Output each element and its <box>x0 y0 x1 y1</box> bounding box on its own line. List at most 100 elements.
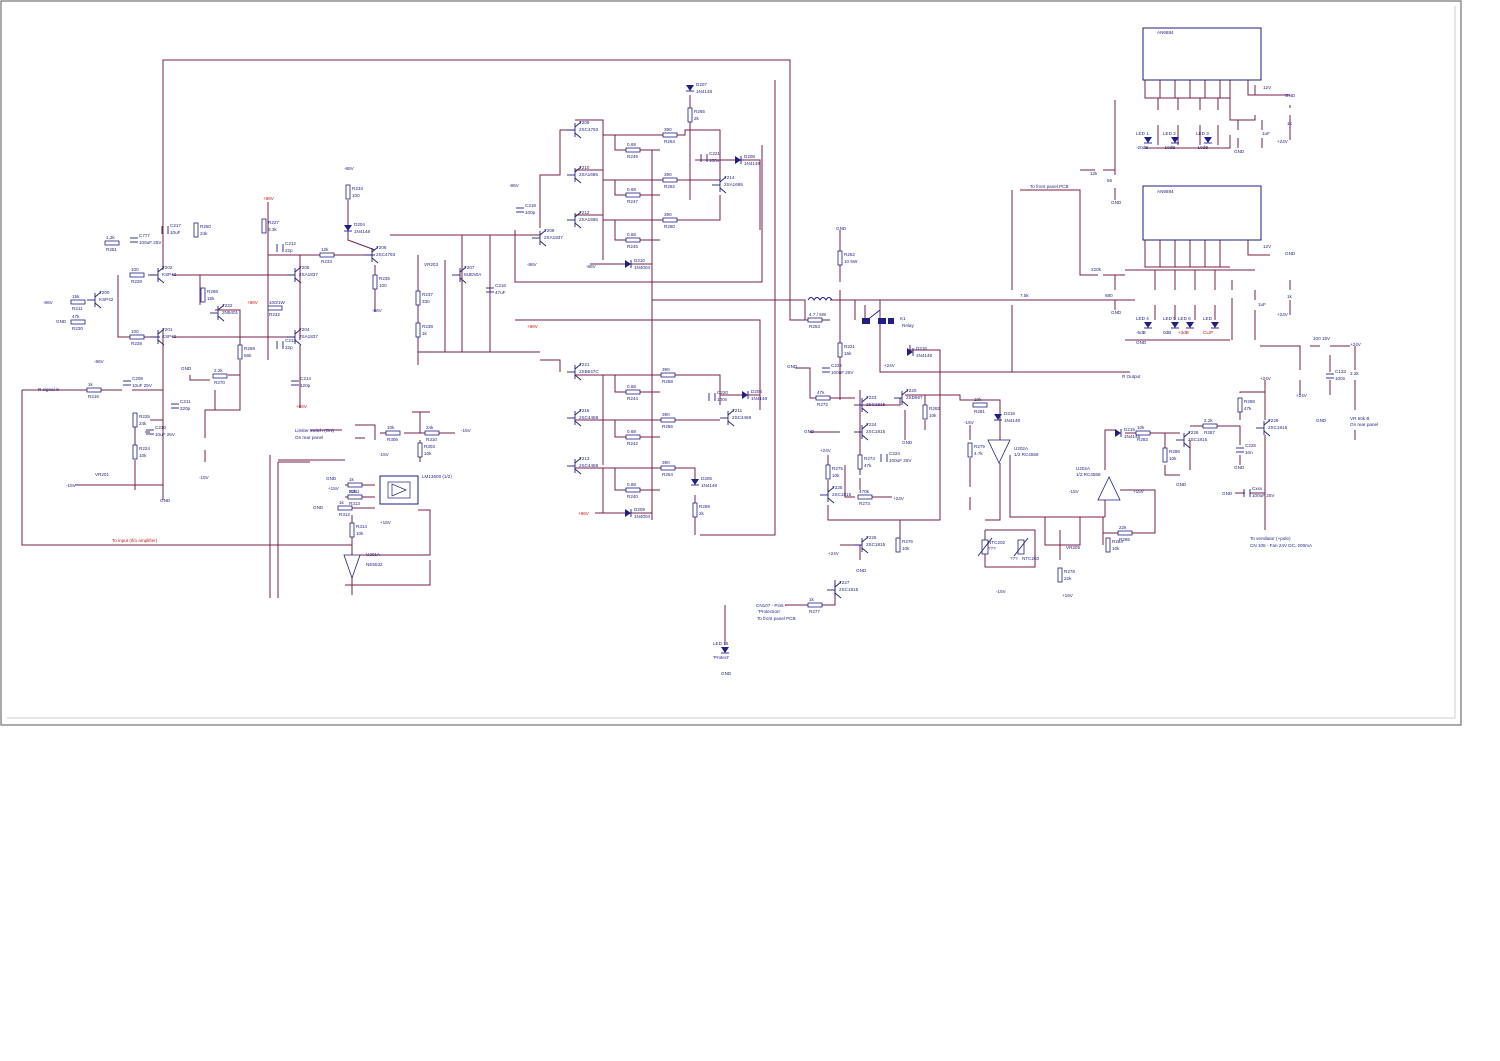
led-label: CLIP <box>1203 330 1213 335</box>
resistor-value: 47k <box>1244 406 1252 411</box>
net-neg15-3: -15V <box>66 483 77 488</box>
net-pos86-1: +86V <box>263 196 275 201</box>
transistor-part: 2SC1815 <box>866 402 886 407</box>
ntc-203-ref: NTC203 <box>1022 556 1040 561</box>
resistor-value: 10k <box>139 453 147 458</box>
resistor-value: 390 <box>664 127 672 132</box>
net-gnd-2: GND <box>181 366 192 371</box>
resistor-value: 10k <box>356 531 364 536</box>
net-gnd-12: GND <box>1176 482 1187 487</box>
net-12v-1: 12V <box>1263 85 1272 90</box>
capacitor-ref: C210 <box>155 425 166 430</box>
resistor-ref: R310 <box>426 437 437 442</box>
resistor-value: 100 <box>131 267 139 272</box>
resistor-ref: R228 <box>131 341 142 346</box>
net-gnd-1: GND <box>56 319 67 324</box>
net-gnd-5: GND <box>313 505 324 510</box>
led-ref: LED <box>1203 316 1213 321</box>
transistor-ref: T211 <box>732 408 743 413</box>
diode-part: 1N4148 <box>916 353 933 358</box>
ntc-202-value: ??? <box>988 546 996 551</box>
resistor-r314: R314 10k <box>349 522 367 538</box>
label-front-pcb-2: To front panel PCB <box>757 616 796 621</box>
transistor-part: 2SA1695 <box>579 217 598 222</box>
transistor-part: 2SC4793 <box>579 127 599 132</box>
resistor-ref: R227 <box>268 220 279 225</box>
resistor-value: 390 <box>662 460 670 465</box>
transistor-part: MJE50A <box>464 272 482 277</box>
label-680: 680 <box>1105 293 1113 298</box>
capacitor-value: 100n <box>717 397 728 402</box>
transistor-part: KSP42 <box>99 297 114 302</box>
diode-ref: D215 <box>1124 427 1135 432</box>
capacitor-ref: C213 <box>285 338 296 343</box>
resistor-value: 10k <box>424 451 432 456</box>
transistor-part: KSP42 <box>162 334 177 339</box>
label-220k: 220k <box>1091 267 1102 272</box>
output-inductor <box>807 297 833 301</box>
led-5: LED 6+3dB <box>1178 316 1194 335</box>
diode-ref: D204 <box>354 222 365 227</box>
transistor-ref: T204 <box>299 327 310 332</box>
resistor-ref: R314 <box>356 524 367 529</box>
led-label: -20dB <box>1136 145 1148 150</box>
resistor-ref: R211 <box>72 306 83 311</box>
net-gnd-11: GND <box>721 671 732 676</box>
transistor-ref: T200 <box>99 290 110 295</box>
wiring <box>21 59 1356 645</box>
net-neg86-2: -86V <box>43 300 54 305</box>
net-gnd-3: GND <box>160 498 171 503</box>
relay-k1-ref: K1 <box>900 316 906 321</box>
transistor-part: 2SC1815 <box>839 587 859 592</box>
transistor-part: 2SA1837 <box>299 272 318 277</box>
resistor-value: 2.2k <box>214 368 223 373</box>
label-12k: 12k <box>1090 171 1098 176</box>
resistor-ref: R286 <box>1169 449 1180 454</box>
resistor-value: 10 5W <box>844 259 858 264</box>
capacitor-ref: C208 <box>132 376 143 381</box>
transistor-part: 2SC1815 <box>1188 437 1208 442</box>
resistor-ref: R274 <box>864 456 875 461</box>
resistor-ref: R285 <box>1119 537 1130 542</box>
capacitor-value: 10n <box>1245 450 1253 455</box>
net-pos24-1: +24V <box>820 448 832 453</box>
resistor-ref: R254 <box>662 472 673 477</box>
net-gnd-6: GND <box>836 226 847 231</box>
net-gnd-9: GND <box>856 568 867 573</box>
resistor-value: 10k <box>929 413 937 418</box>
resistor-value: 1k <box>88 382 94 387</box>
net-pos86-5: +86V <box>578 511 590 516</box>
diode-ref: D207 <box>696 82 707 87</box>
resistor-value: 1k <box>422 331 428 336</box>
resistor-value: 47k <box>864 463 872 468</box>
transistor-part: 2SA1695 <box>579 172 598 177</box>
ntc-202-ref: NTC202 <box>988 540 1006 545</box>
capacitor-value: 100uF 25V <box>139 240 162 245</box>
resistor-ref: R282 <box>929 406 940 411</box>
diode-ref: D205 <box>701 476 712 481</box>
resistor-ref: R288 <box>1244 399 1255 404</box>
label-fan: CN 105 - Fan 24V DC, 200mA <box>1250 543 1313 548</box>
